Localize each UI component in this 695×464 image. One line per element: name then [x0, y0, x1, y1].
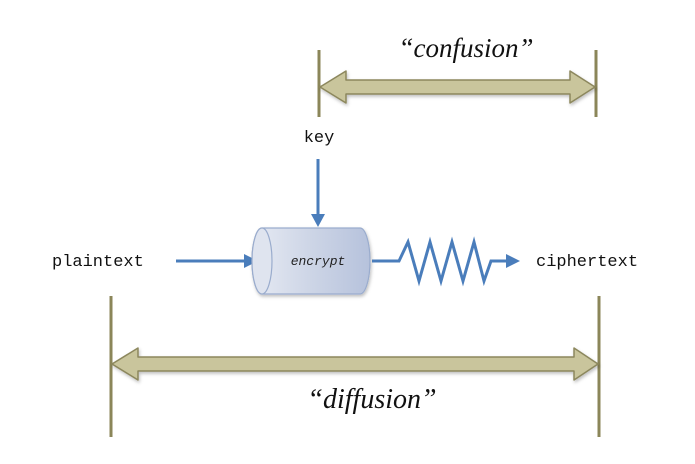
key-label: key	[304, 129, 335, 148]
encrypt-cylinder-icon	[251, 227, 371, 295]
encrypt-label: encrypt	[291, 254, 346, 269]
zigzag-signal-icon	[372, 236, 508, 287]
plaintext-arrow-head	[244, 254, 258, 268]
ciphertext-label: ciphertext	[536, 253, 638, 272]
diffusion-double-arrow	[111, 347, 599, 381]
confusion-double-arrow	[319, 70, 596, 104]
key-arrow-head	[311, 214, 325, 227]
diffusion-label: “diffusion”	[307, 384, 436, 415]
plaintext-label: plaintext	[52, 253, 144, 272]
ciphertext-arrow-head	[506, 254, 520, 268]
confusion-label: “confusion”	[398, 33, 533, 63]
